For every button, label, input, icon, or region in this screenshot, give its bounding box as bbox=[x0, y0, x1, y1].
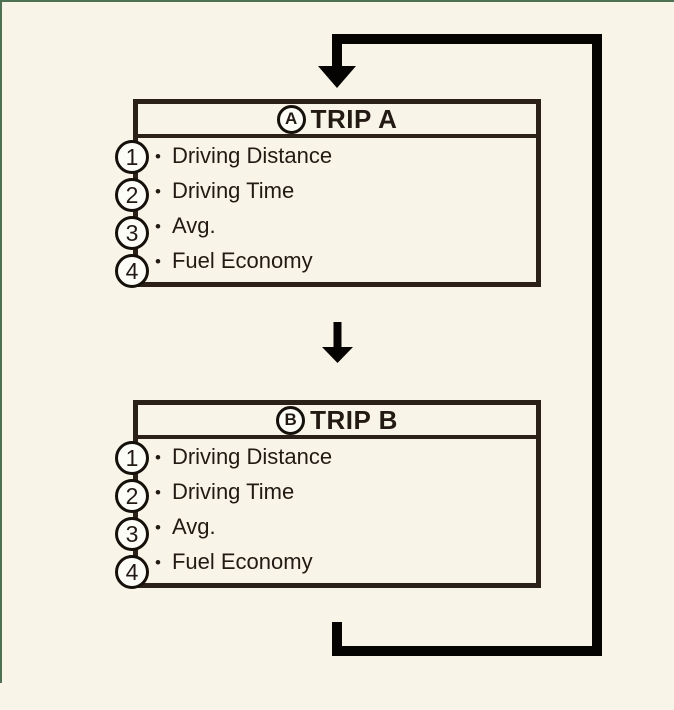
bullet: • bbox=[155, 447, 161, 467]
item-number-badge: 2 bbox=[115, 178, 149, 212]
loop-arrow-icon bbox=[332, 34, 602, 656]
trip-item: • Driving Distance bbox=[138, 439, 536, 474]
trip-item-label: Driving Distance bbox=[171, 142, 333, 168]
trip-b-box: 1 2 3 4 B TRIP B • Driving Distance • Dr… bbox=[115, 400, 541, 589]
trip-item: • Driving Time bbox=[138, 173, 536, 208]
loop-arrowhead-icon bbox=[318, 66, 356, 88]
item-number-badge: 4 bbox=[115, 555, 149, 589]
trip-item-label: Fuel Economy bbox=[171, 247, 313, 273]
trip-b-items: • Driving Distance • Driving Time • Avg.… bbox=[138, 439, 536, 579]
trip-item-label: Driving Distance bbox=[171, 443, 333, 469]
trip-item-label: Driving Time bbox=[171, 177, 295, 203]
bullet: • bbox=[155, 482, 161, 502]
trip-a-header: A TRIP A bbox=[138, 104, 536, 138]
trip-item-label: Avg. bbox=[171, 212, 216, 238]
trip-a-letter-badge: A bbox=[276, 104, 306, 134]
down-arrow-icon bbox=[322, 347, 353, 363]
frame-top-line bbox=[0, 0, 674, 2]
item-number-badge: 1 bbox=[115, 140, 149, 174]
bullet: • bbox=[155, 181, 161, 201]
bullet: • bbox=[155, 251, 161, 271]
trip-item: • Fuel Economy bbox=[138, 544, 536, 579]
trip-item-label: Fuel Economy bbox=[171, 548, 313, 574]
item-number-badge: 2 bbox=[115, 479, 149, 513]
bullet: • bbox=[155, 552, 161, 572]
trip-b-letter-badge: B bbox=[276, 405, 306, 435]
trip-a-box: 1 2 3 4 A TRIP A • Driving Distance • Dr… bbox=[115, 99, 541, 288]
item-number-badge: 1 bbox=[115, 441, 149, 475]
trip-item: • Fuel Economy bbox=[138, 243, 536, 278]
trip-item: • Avg. bbox=[138, 509, 536, 544]
trip-item-label: Driving Time bbox=[171, 478, 295, 504]
trip-item-label: Avg. bbox=[171, 513, 216, 539]
trip-b-title: TRIP B bbox=[310, 404, 398, 435]
bullet: • bbox=[155, 146, 161, 166]
trip-item: • Avg. bbox=[138, 208, 536, 243]
trip-a-title: TRIP A bbox=[310, 103, 398, 134]
trip-b-header: B TRIP B bbox=[138, 405, 536, 439]
bullet: • bbox=[155, 517, 161, 537]
trip-item: • Driving Time bbox=[138, 474, 536, 509]
frame-left-line bbox=[0, 0, 2, 683]
item-number-badge: 3 bbox=[115, 517, 149, 551]
trip-a-items: • Driving Distance • Driving Time • Avg.… bbox=[138, 138, 536, 278]
item-number-badge: 3 bbox=[115, 216, 149, 250]
trip-item: • Driving Distance bbox=[138, 138, 536, 173]
item-number-badge: 4 bbox=[115, 254, 149, 288]
bullet: • bbox=[155, 216, 161, 236]
